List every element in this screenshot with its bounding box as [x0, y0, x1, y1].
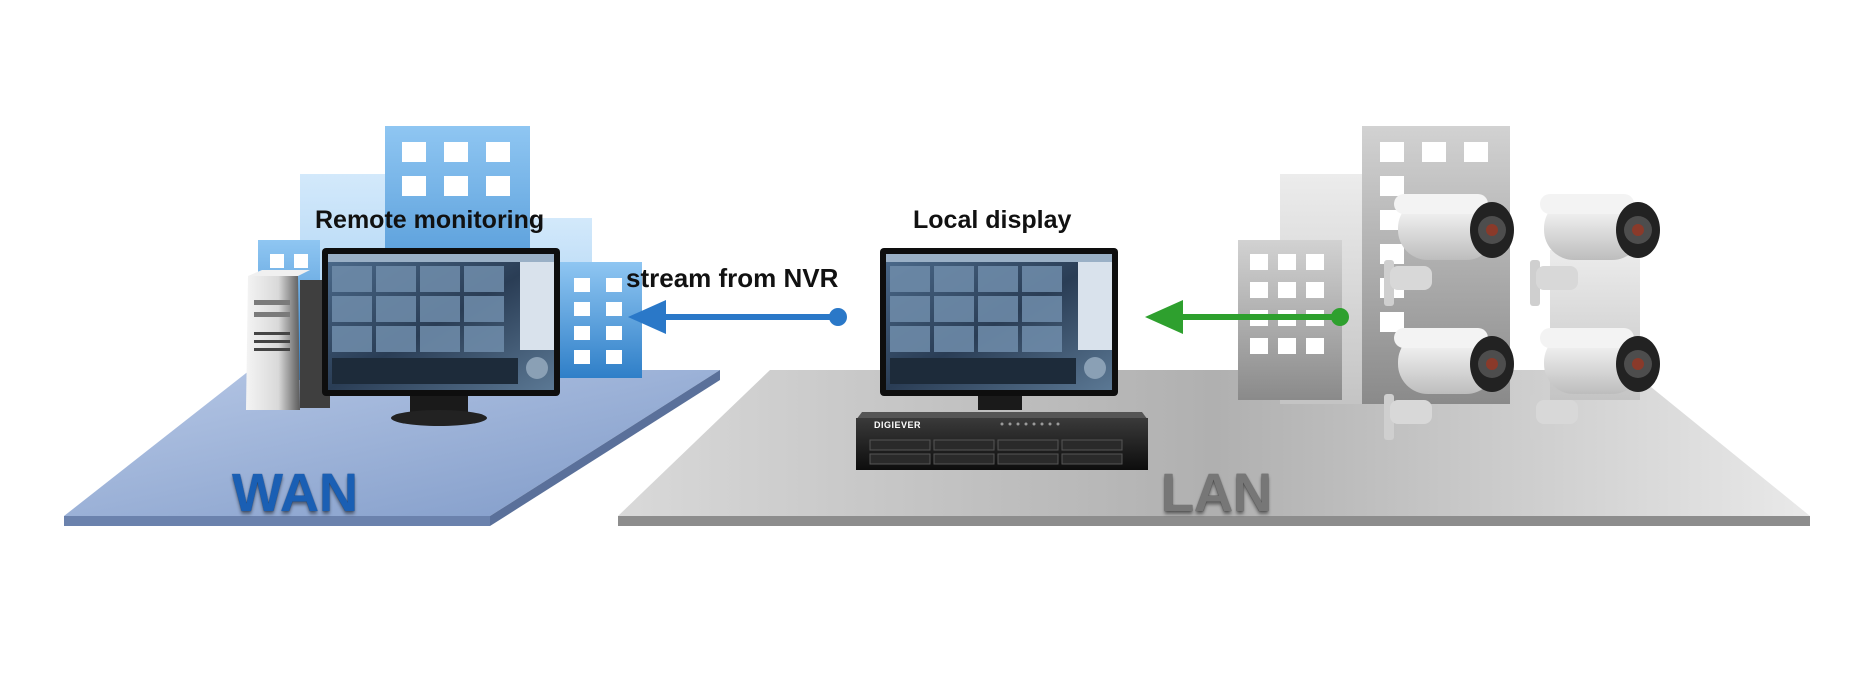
lan-platform: [618, 370, 1810, 526]
remote-monitor-icon: [322, 248, 560, 426]
camera-group: [1384, 194, 1660, 440]
cctv-camera-icon: [1530, 194, 1660, 306]
cctv-camera-icon: [1530, 328, 1660, 440]
local-monitor-icon: [880, 248, 1118, 410]
remote-monitoring-label: Remote monitoring: [315, 206, 545, 234]
nvr-brand-label: DIGIEVER: [874, 420, 922, 430]
cctv-camera-icon: [1384, 194, 1514, 306]
stream-from-nvr-label: stream from NVR: [626, 263, 839, 293]
nvr-recorder-icon: [856, 412, 1148, 470]
cctv-camera-icon: [1384, 328, 1514, 440]
camera-arrow-green: [1145, 300, 1349, 334]
wan-platform: [64, 370, 720, 526]
lan-zone-label: LAN: [1161, 463, 1272, 523]
wan-building-windows: [270, 142, 622, 364]
wan-zone-label: WAN: [232, 463, 358, 523]
desktop-tower-icon: [246, 270, 330, 410]
lan-building-windows: [1250, 142, 1488, 354]
local-display-label: Local display: [913, 206, 1072, 234]
stream-arrow-blue: [628, 300, 847, 334]
